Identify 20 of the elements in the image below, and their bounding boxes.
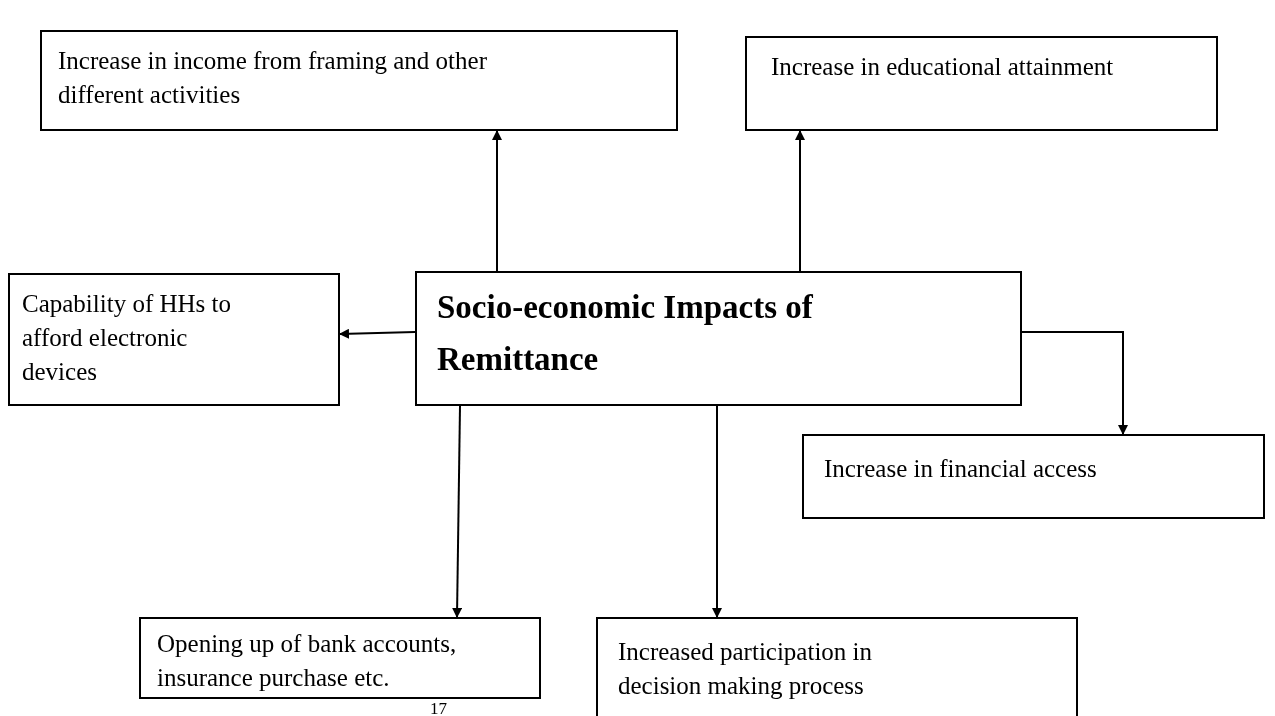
box-text: Increase in financial access <box>824 454 1098 484</box>
text-box <box>40 30 678 131</box>
text-box <box>8 273 340 406</box>
arrow <box>339 328 416 339</box>
arrow <box>795 130 805 272</box>
box-text: Increase in educational attainment <box>771 52 1115 82</box>
box-text: Capability of HHs to afford electronic devices <box>22 289 232 387</box>
text-box <box>802 434 1265 519</box>
box-text: Opening up of bank accounts, insurance purchase etc. <box>157 629 458 693</box>
arrow <box>492 130 502 272</box>
box-text: Increase in income from framing and other different activities <box>58 46 488 110</box>
arrow <box>452 405 463 618</box>
text-box <box>596 617 1078 716</box>
arrow <box>712 405 722 618</box>
text-box <box>415 271 1022 406</box>
text-box <box>139 617 541 699</box>
heading: Socio-economic Impacts of Remittance <box>437 288 814 379</box>
box-text: Increased participation in decision making process <box>618 637 874 701</box>
arrow <box>1021 331 1128 435</box>
text-box <box>745 36 1218 131</box>
